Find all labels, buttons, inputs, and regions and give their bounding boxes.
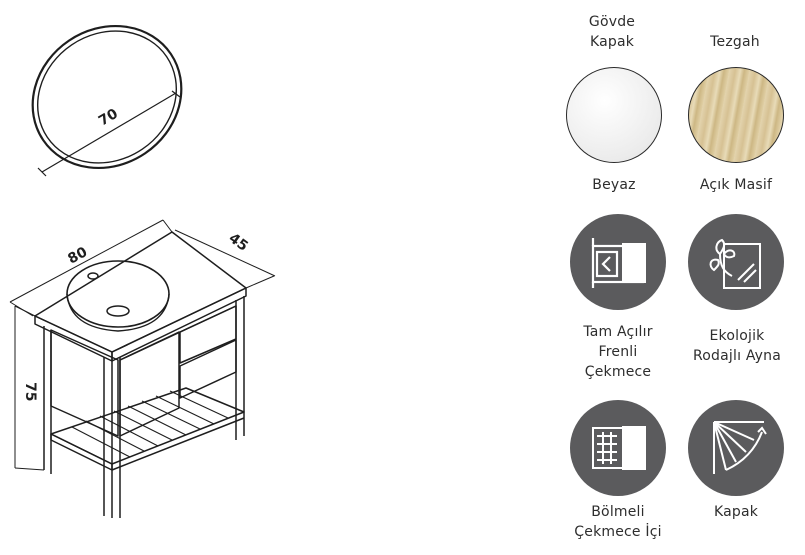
feature-label-door: Kapak xyxy=(713,504,759,520)
depth-label: 45 xyxy=(226,230,251,254)
material-name-light-wood: Açık Masif xyxy=(699,177,773,193)
width-label: 80 xyxy=(65,244,90,267)
white-swatch xyxy=(566,67,662,163)
door-icon xyxy=(688,400,784,496)
mirror-drawing xyxy=(31,24,183,177)
cabinet-drawing xyxy=(9,219,276,518)
soft-close-drawer-icon xyxy=(570,214,666,310)
material-name-white: Beyaz xyxy=(592,177,636,193)
light-wood-swatch xyxy=(688,67,784,163)
feature-label-drawer-organizer: Bölmeli Çekmece İçi xyxy=(574,504,662,540)
feature-label-ecological-mirror: Ekolojik Rodajlı Ayna xyxy=(692,328,781,364)
material-heading-body: Gövde Kapak xyxy=(588,14,636,50)
feature-label-soft-close-drawer: Tam Açılır Frenli Çekmece xyxy=(583,324,653,380)
mirror-diameter-label: 70 xyxy=(96,106,121,130)
height-label: 75 xyxy=(22,382,38,401)
ecological-mirror-icon xyxy=(688,214,784,310)
material-heading-counter: Tezgah xyxy=(710,34,760,50)
technical-drawing: 70 xyxy=(9,24,276,518)
drawer-organizer-icon xyxy=(570,400,666,496)
